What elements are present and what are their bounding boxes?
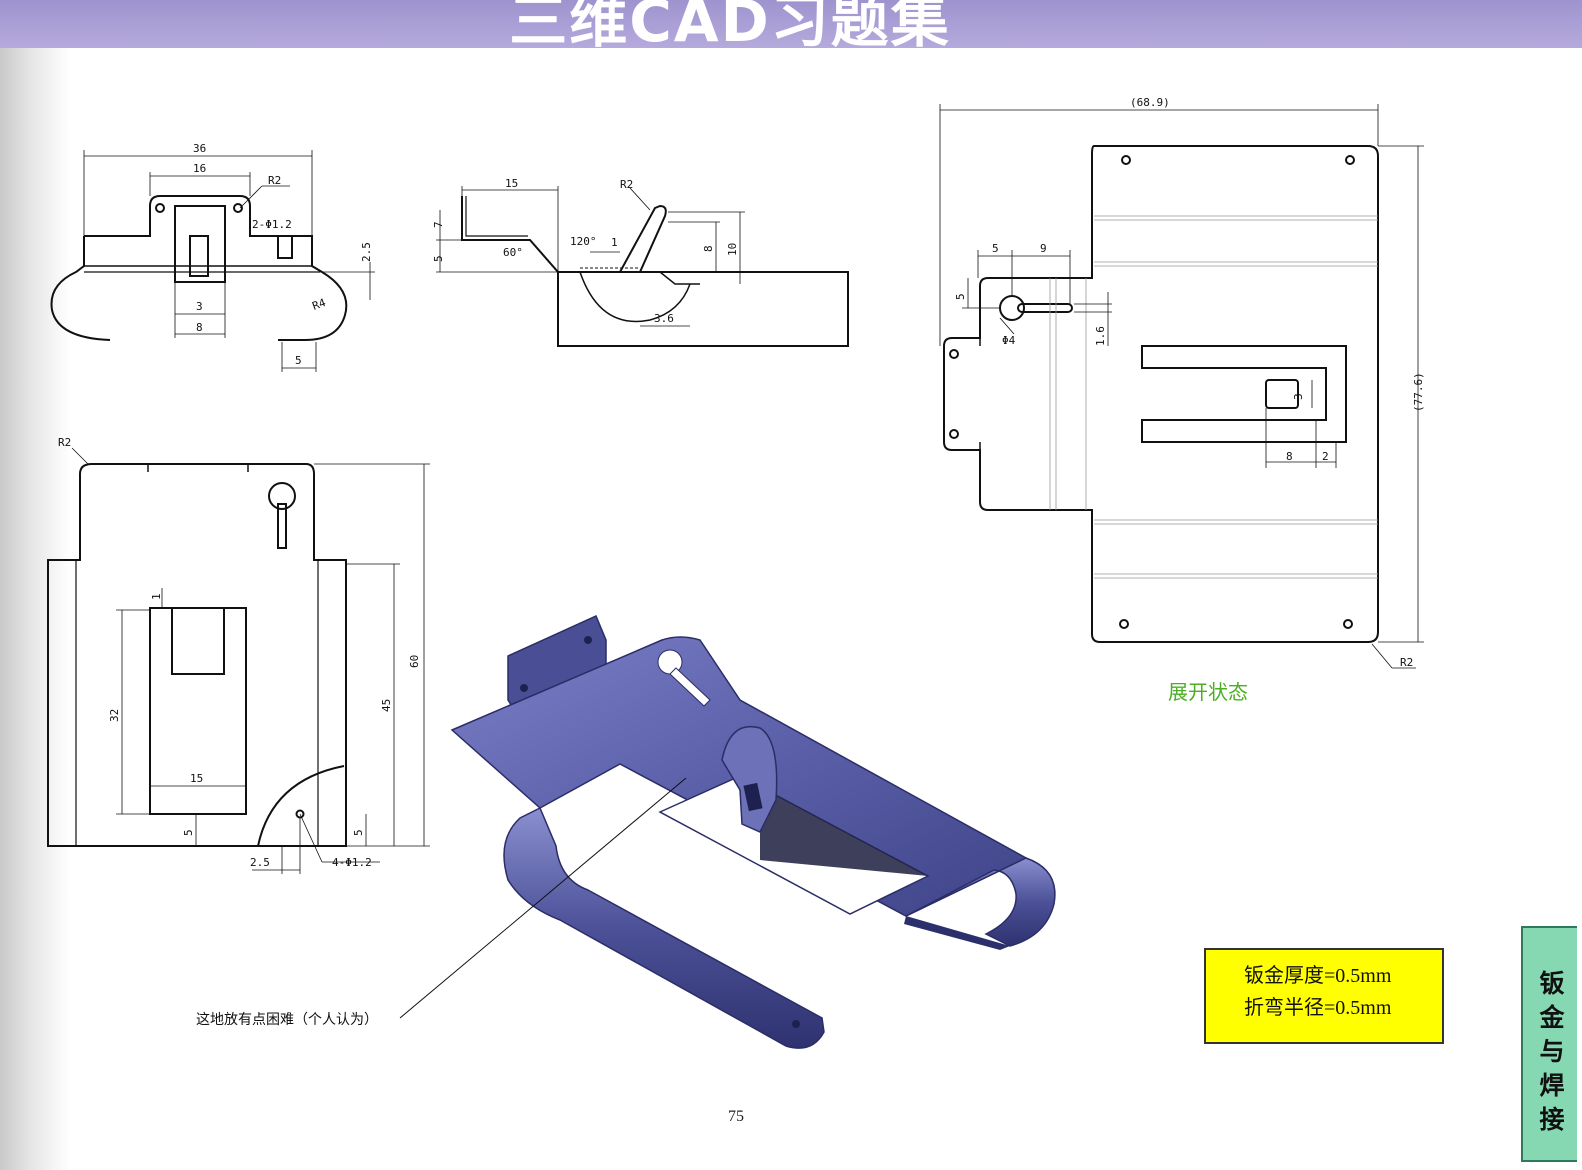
page-number: 75 <box>728 1108 744 1125</box>
annotation-note: 这地放有点困难（个人认为） <box>196 1012 378 1028</box>
dim-5: 5 <box>295 354 302 367</box>
dim-5-flat: 5 <box>992 242 999 255</box>
dim-68-9: (68.9) <box>1130 96 1170 109</box>
front-view <box>50 195 348 341</box>
spec-box: 钣金厚度=0.5mm 折弯半径=0.5mm <box>1204 948 1444 1044</box>
dim-8-flat: 8 <box>1286 450 1293 463</box>
dim-r4: R4 <box>311 296 328 313</box>
dim-2-flat: 2 <box>1322 450 1329 463</box>
front-view-dimensions <box>83 150 375 372</box>
dim-3: 3 <box>196 300 203 313</box>
dim-2-5-top: 2.5 <box>250 856 270 869</box>
spec-thickness: 钣金厚度=0.5mm <box>1244 965 1392 987</box>
note-leader-line <box>399 777 687 1019</box>
dim-r2-side: R2 <box>620 178 633 191</box>
dim-10: 10 <box>726 243 739 256</box>
dim-5v-flat: 5 <box>954 293 967 300</box>
top-view-dimensions <box>71 447 430 874</box>
top-view <box>47 463 347 847</box>
isometric-part-render <box>450 614 1056 1049</box>
dim-15-top: 15 <box>190 772 203 785</box>
page-title: 三维CAD习题集 <box>509 0 951 48</box>
header-band: 三维CAD习题集 <box>0 0 1582 48</box>
dim-holes: 2-Φ1.2 <box>252 218 292 231</box>
dim-8: 8 <box>196 321 203 334</box>
dim-36: 36 <box>193 142 206 155</box>
dim-16: 16 <box>193 162 206 175</box>
dim-holes-top: 4-Φ1.2 <box>332 856 372 869</box>
side-view-dimensions <box>436 186 745 327</box>
dim-2-5: 2.5 <box>360 242 373 262</box>
dim-8-side: 8 <box>702 245 715 252</box>
dim-5-top-a: 5 <box>182 829 195 836</box>
dim-32: 32 <box>108 709 121 722</box>
dim-1: 1 <box>611 236 618 249</box>
dim-7: 7 <box>432 221 445 228</box>
spec-bend-radius: 折弯半径=0.5mm <box>1244 997 1392 1019</box>
flat-pattern-bend-lines <box>1049 215 1378 579</box>
dim-r2-top: R2 <box>58 436 71 449</box>
dim-r2: R2 <box>268 174 281 187</box>
flat-pattern-dimensions <box>939 104 1424 669</box>
dim-77-6: (77.6) <box>1412 372 1425 412</box>
side-view <box>461 196 849 347</box>
dim-60: 60 <box>408 655 421 668</box>
chapter-side-tab: 钣金与焊接 <box>1521 926 1577 1162</box>
dim-5-side: 5 <box>432 255 445 262</box>
angle-60: 60° <box>503 246 523 259</box>
page-gutter-shadow <box>0 0 70 1170</box>
angle-120: 120° <box>570 235 597 248</box>
dim-phi4: Φ4 <box>1002 334 1016 347</box>
flat-pattern-caption: 展开状态 <box>1168 680 1248 704</box>
dim-1-top: 1 <box>150 593 163 600</box>
dim-3-6: 3.6 <box>654 312 674 325</box>
dim-1-6: 1.6 <box>1094 326 1107 346</box>
dim-5-top-b: 5 <box>352 829 365 836</box>
dim-45: 45 <box>380 699 393 712</box>
dim-15: 15 <box>505 177 518 190</box>
dim-9: 9 <box>1040 242 1047 255</box>
dim-3-flat: 3 <box>1292 393 1305 400</box>
dim-r2-flat: R2 <box>1400 656 1413 669</box>
